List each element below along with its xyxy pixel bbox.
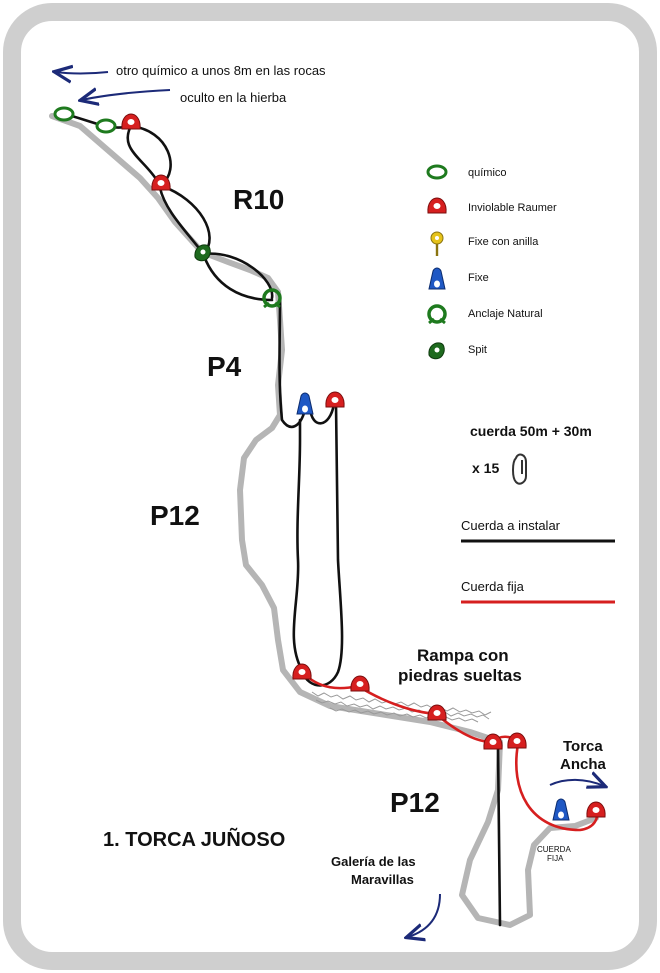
exit-galeria-2: Maravillas — [351, 872, 414, 887]
quimico-anchor — [95, 118, 117, 134]
direction-arrows — [56, 72, 604, 937]
arrow-left-icon — [82, 90, 171, 100]
exit-cuerda-fija-1: CUERDA — [537, 845, 571, 854]
arrow-left-icon — [56, 72, 109, 74]
pitch-label-p12-upper: P12 — [150, 500, 200, 531]
legend-rope-install: Cuerda a instalar — [461, 518, 561, 533]
carabiner-icon — [512, 453, 527, 485]
arrow-down-left-icon — [408, 893, 441, 937]
legend-rope-fixed: Cuerda fija — [461, 579, 525, 594]
exit-galeria-1: Galería de las — [331, 854, 416, 869]
exit-torca-ancha-1: Torca — [563, 738, 603, 755]
legend-label-anclaje-natural: Anclaje Natural — [468, 308, 543, 320]
arrow-right-icon — [549, 780, 604, 786]
note-hidden-grass: oculto en la hierba — [180, 90, 287, 105]
legend-label-quimico: químico — [468, 167, 507, 179]
legend-label-spit: Spit — [468, 344, 487, 356]
topo-title: 1. TORCA JUÑOSO — [103, 828, 285, 851]
legend: químico Inviolable Raumer Fixe con anill… — [426, 164, 615, 604]
pitch-label-p4: P4 — [207, 351, 242, 382]
pitch-label-p12-lower: P12 — [390, 787, 440, 818]
pitch-label-r10: R10 — [233, 184, 284, 215]
exit-cuerda-fija-2: FIJA — [547, 854, 564, 863]
outer-frame — [3, 3, 657, 970]
exit-torca-ancha-2: Ancha — [560, 756, 607, 773]
legend-carabiners: x 15 — [472, 460, 499, 476]
loose-stones — [311, 691, 492, 723]
note-chemical-far: otro químico a unos 8m en las rocas — [116, 63, 326, 78]
quimico-icon — [426, 164, 448, 180]
quimico-anchor — [53, 106, 75, 122]
legend-label-raumer: Inviolable Raumer — [468, 202, 557, 214]
ramp-label-line2: piedras sueltas — [398, 666, 522, 685]
legend-label-fixe: Fixe — [468, 272, 489, 284]
legend-label-fixe-anilla: Fixe con anilla — [468, 236, 539, 248]
legend-rope: cuerda 50m + 30m — [470, 423, 592, 439]
ramp-label-line1: Rampa con — [417, 646, 509, 665]
